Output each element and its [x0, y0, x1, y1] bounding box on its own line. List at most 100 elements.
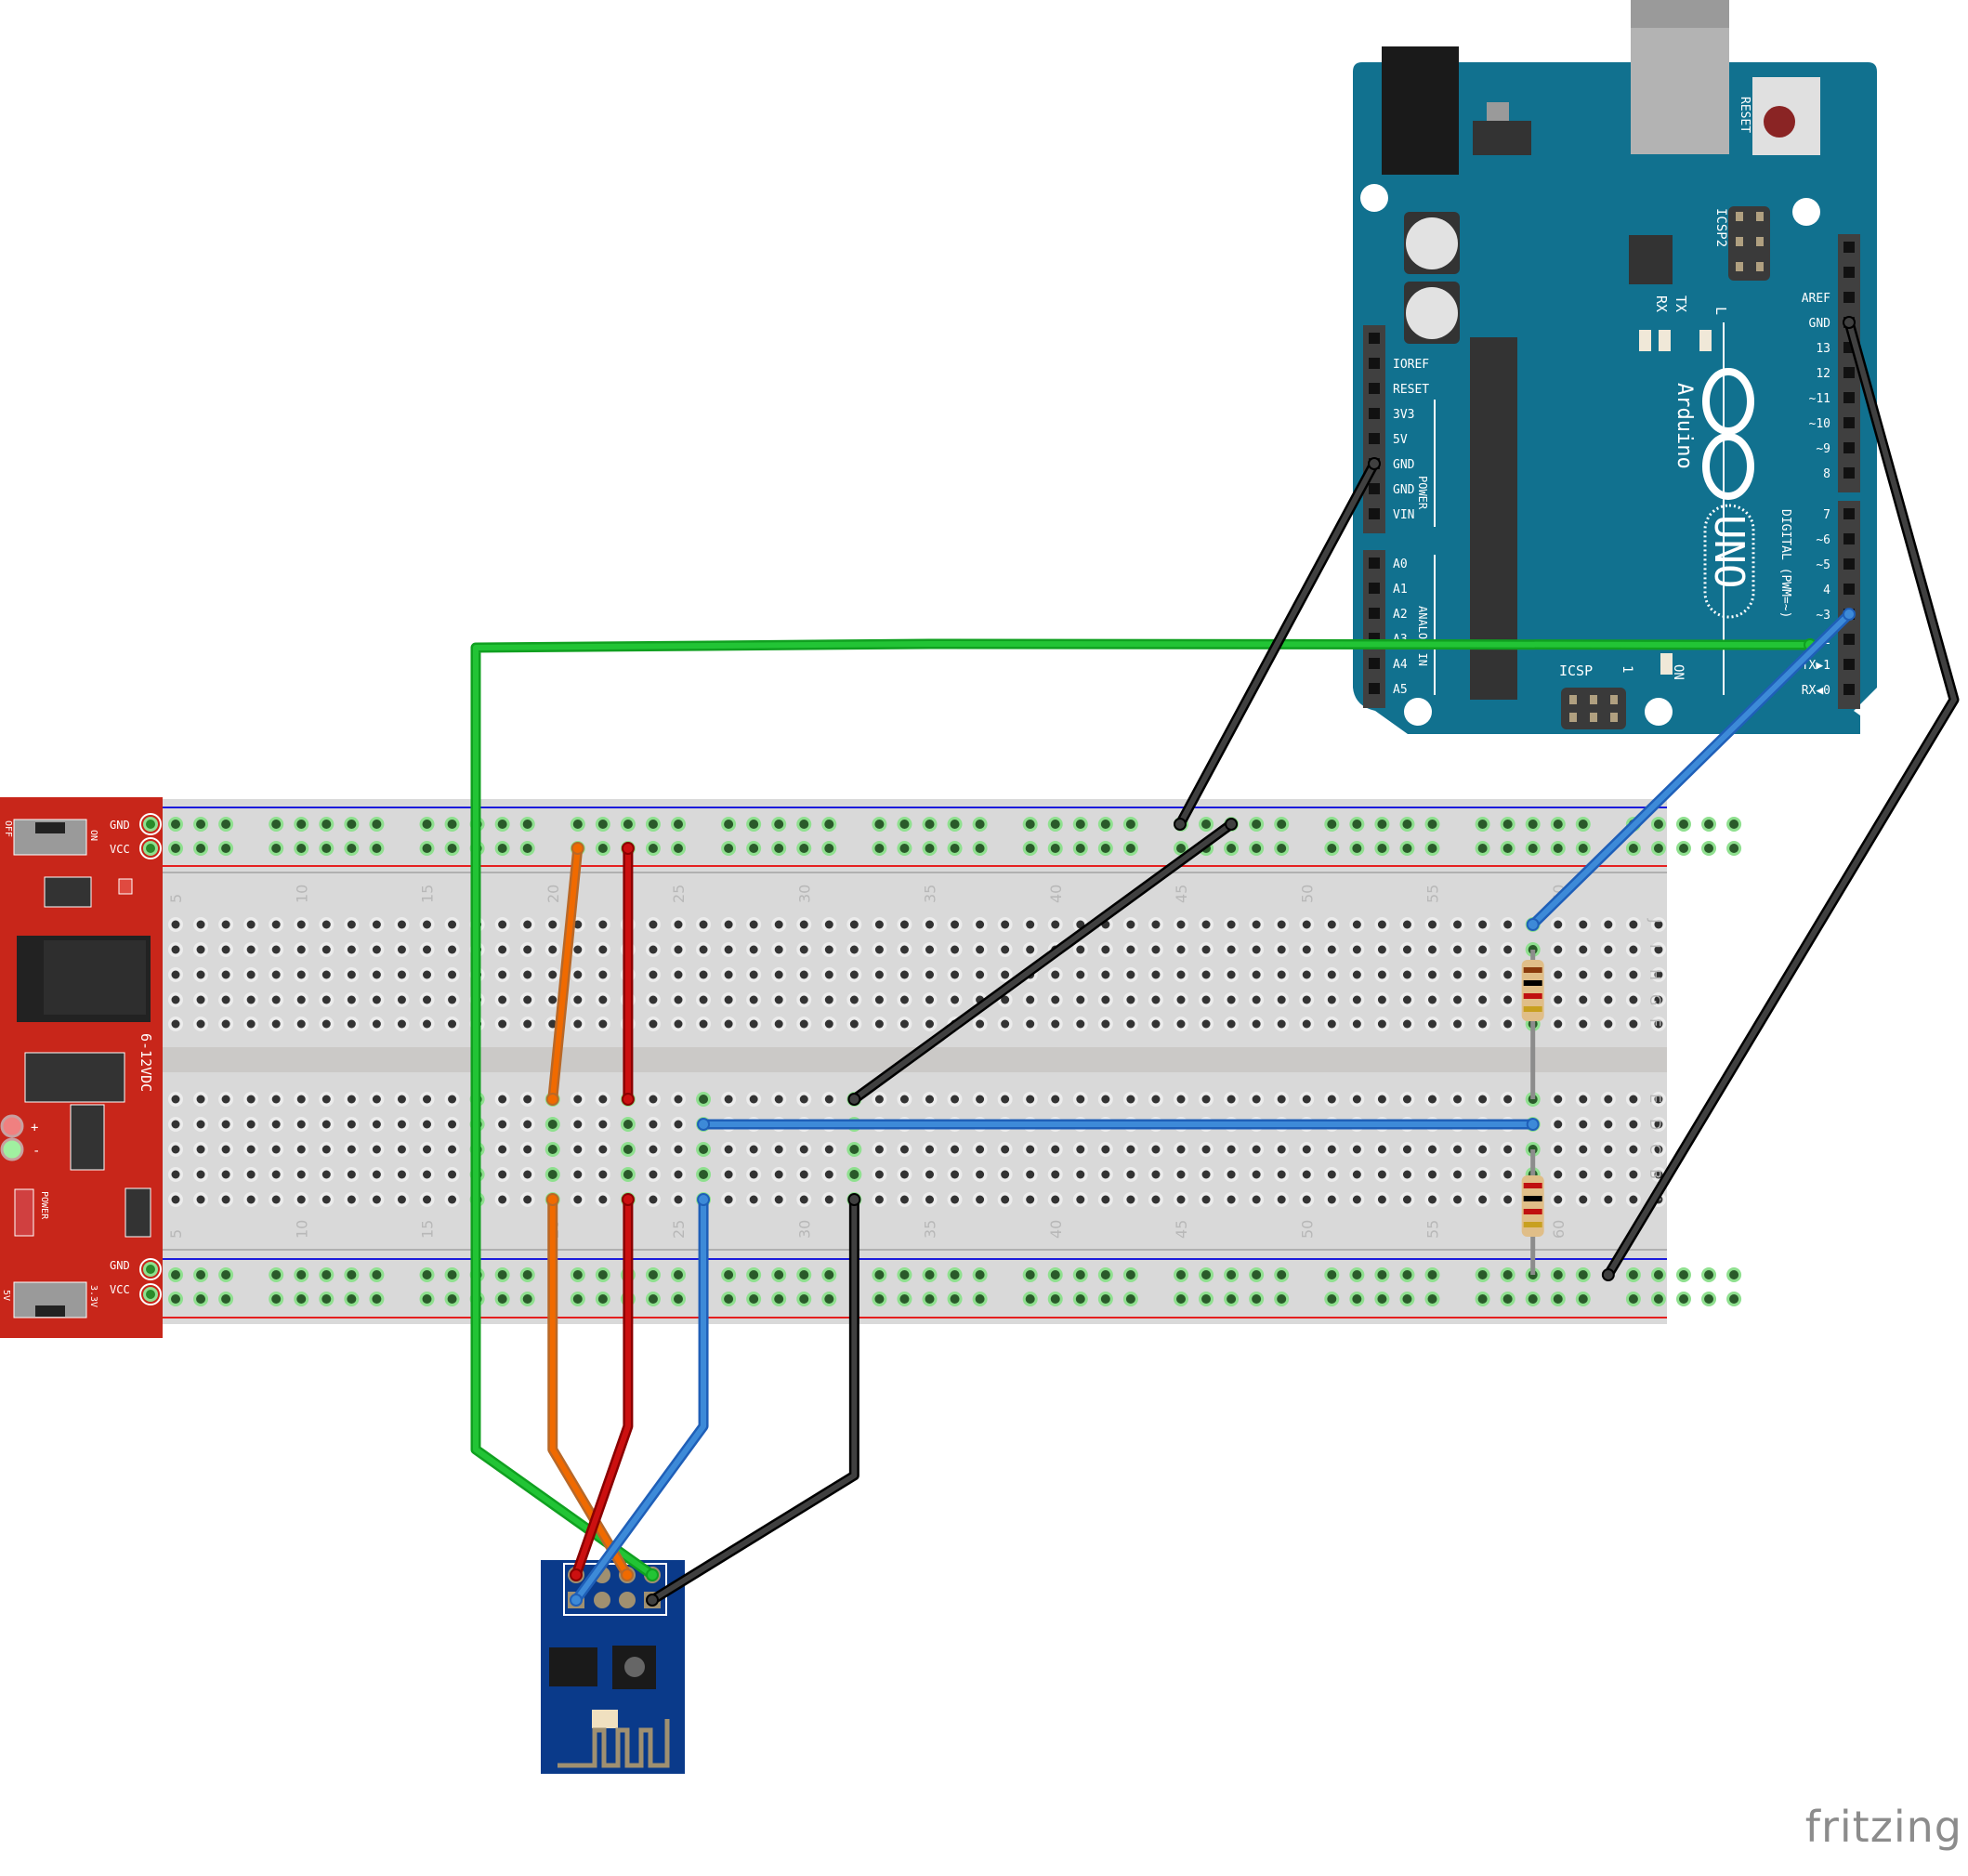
voltage-switch-knob[interactable]: [35, 1305, 65, 1317]
hole-center: [1402, 844, 1412, 853]
header-socket[interactable]: [1369, 583, 1380, 594]
black-wire-gnd-link-core[interactable]: [851, 821, 1235, 1102]
hole-center: [1654, 1120, 1663, 1129]
resistor-body: [1521, 960, 1544, 1021]
hole-center: [1604, 920, 1613, 929]
hole-center: [1051, 970, 1060, 979]
header-socket[interactable]: [1843, 392, 1855, 403]
header-socket[interactable]: [1843, 292, 1855, 303]
black-wire-arduino-right-core[interactable]: [1605, 320, 1957, 1278]
wire-end[interactable]: [697, 1118, 711, 1131]
power-switch-knob[interactable]: [35, 822, 65, 833]
blue-wire-arduino-core[interactable]: [1529, 611, 1852, 927]
wire-end[interactable]: [570, 1594, 583, 1607]
black-wire-esp-core[interactable]: [649, 1197, 858, 1603]
black-wire-arduino-left-core[interactable]: [1177, 461, 1377, 827]
wire-end[interactable]: [697, 1193, 711, 1206]
hole-center: [271, 995, 281, 1004]
header-socket[interactable]: [1843, 367, 1855, 378]
hole-center: [976, 1170, 985, 1179]
header-socket[interactable]: [1369, 333, 1380, 344]
hole-center: [1654, 920, 1663, 929]
wire-end[interactable]: [1225, 818, 1239, 831]
wire-end[interactable]: [1174, 818, 1187, 831]
hole-center: [321, 995, 331, 1004]
header-socket[interactable]: [1369, 408, 1380, 419]
hole-center: [1277, 1095, 1286, 1104]
hole-center: [1604, 995, 1613, 1004]
hole-center: [674, 1270, 683, 1279]
hole-center: [1428, 1170, 1437, 1179]
hole-center: [699, 1019, 708, 1029]
top-gnd-label: GND: [110, 819, 130, 832]
hole-center: [1402, 1095, 1411, 1104]
blue-wire-esp-core[interactable]: [573, 1197, 707, 1603]
header-socket[interactable]: [1369, 558, 1380, 569]
icsp-label: ICSP: [1559, 663, 1593, 679]
header-socket[interactable]: [1369, 608, 1380, 619]
wire-end[interactable]: [621, 1093, 635, 1106]
wire-end[interactable]: [1843, 316, 1856, 329]
wire-end[interactable]: [1843, 608, 1856, 621]
wire-end[interactable]: [847, 1193, 861, 1206]
hole-center: [849, 1170, 859, 1179]
header-socket[interactable]: [1843, 584, 1855, 595]
hole-center: [724, 970, 733, 979]
header-socket[interactable]: [1369, 358, 1380, 369]
wire-end[interactable]: [1526, 918, 1540, 931]
wire-end[interactable]: [646, 1594, 659, 1607]
wire-end[interactable]: [571, 842, 584, 855]
hole-center: [1101, 1145, 1110, 1154]
header-socket[interactable]: [1843, 659, 1855, 670]
header-socket[interactable]: [1843, 417, 1855, 428]
wire-end[interactable]: [545, 1193, 559, 1206]
red-wire: [570, 1193, 635, 1581]
header-socket[interactable]: [1369, 433, 1380, 444]
orange-wire-core[interactable]: [549, 1197, 630, 1578]
hole-center: [523, 945, 532, 954]
green-wire-core[interactable]: [473, 641, 1813, 1578]
mounting-hole: [1360, 184, 1388, 212]
header-socket[interactable]: [1369, 383, 1380, 394]
header-socket[interactable]: [1843, 533, 1855, 544]
header-socket[interactable]: [1843, 242, 1855, 253]
wire-end[interactable]: [1526, 1118, 1540, 1131]
hole-center: [221, 844, 231, 853]
red-wire-core[interactable]: [573, 1197, 631, 1578]
wire-end[interactable]: [545, 1093, 559, 1106]
header-socket[interactable]: [1369, 508, 1380, 519]
header-socket[interactable]: [1369, 683, 1380, 694]
pin-label: ~5: [1816, 558, 1830, 572]
wire-end[interactable]: [1368, 457, 1381, 470]
wire-end[interactable]: [570, 1568, 583, 1581]
wire-end[interactable]: [621, 1193, 635, 1206]
wire-end[interactable]: [621, 1568, 634, 1581]
header-socket[interactable]: [1369, 658, 1380, 669]
column-label-bottom: 55: [1424, 1220, 1442, 1239]
header-socket[interactable]: [1843, 508, 1855, 519]
wire-end[interactable]: [646, 1568, 659, 1581]
header-socket[interactable]: [1843, 442, 1855, 453]
hole-center: [498, 1195, 507, 1204]
hole-center: [1402, 970, 1411, 979]
hole-center: [1428, 970, 1437, 979]
header-socket[interactable]: [1843, 267, 1855, 278]
reset-button[interactable]: [1764, 106, 1795, 138]
pin-label: VIN: [1393, 508, 1414, 522]
pin-label: ~11: [1809, 392, 1830, 406]
orange-wire-core[interactable]: [549, 846, 581, 1102]
header-socket[interactable]: [1843, 634, 1855, 645]
hole-center: [1352, 1019, 1361, 1029]
header-socket[interactable]: [1843, 558, 1855, 570]
header-socket[interactable]: [1369, 483, 1380, 494]
hole-center: [1477, 1270, 1488, 1279]
hole-center: [422, 1294, 432, 1304]
wire-end[interactable]: [621, 842, 635, 855]
hole-center: [1478, 1145, 1488, 1154]
reset-label: RESET: [1738, 97, 1752, 133]
wire-end[interactable]: [847, 1093, 861, 1106]
header-socket[interactable]: [1843, 467, 1855, 479]
header-socket[interactable]: [1843, 684, 1855, 695]
hole-center: [1050, 1294, 1060, 1304]
wire-end[interactable]: [1601, 1268, 1615, 1281]
